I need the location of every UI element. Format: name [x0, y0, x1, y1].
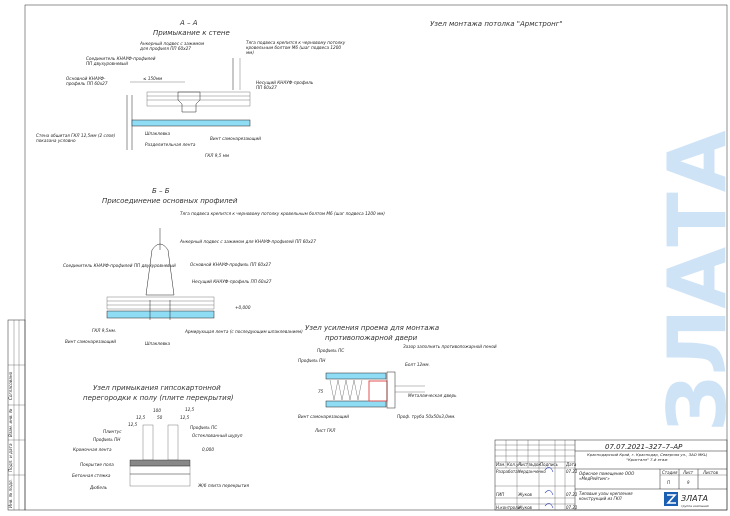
drawing-label: 07.21 [566, 505, 577, 510]
drawing-label: Стена обшитая ГКЛ 12,5мм (2 слоя) показа… [36, 133, 116, 143]
drawing-label: Жуков [517, 505, 533, 510]
drawing-label: Дюбель [89, 485, 108, 490]
drawing-label: Лист [517, 462, 529, 467]
drawing-label: ГКЛ 9,5 мм [205, 153, 229, 158]
drawing-label: Лист ГКЛ [314, 428, 336, 433]
drawing-label: Анкерный подвес с зажимом для КНАУФ-проф… [179, 239, 316, 244]
drawing-label: группа компаний [681, 504, 709, 508]
drawing-label: противопожарной двери [325, 334, 418, 342]
drawing-label: Болт 12мм. [405, 362, 430, 367]
drawing-label: ГИП [496, 492, 504, 497]
drawing-label: Разделительная лента [145, 142, 196, 147]
watermark-logo: ЗЛАТА [651, 130, 730, 432]
object-name: Офисное помещение ООО «МедРейтинг» [579, 471, 635, 481]
drawing-label: Кромочная лента [73, 447, 112, 452]
drawing-label: Б – Б [152, 187, 170, 195]
drawing-label: Лист [682, 470, 694, 475]
drawing-label: 0,000 [202, 447, 214, 452]
drawing-label: Остеклованный шуруп [192, 433, 243, 438]
drawing-label: 75 [318, 389, 324, 394]
drawing-label: ≤ 150мм [143, 76, 162, 81]
drawing-label: 100 [153, 408, 161, 413]
drawing-label: Бетонная стяжка [72, 473, 111, 478]
strip-label: Подп. и дата [8, 443, 13, 472]
drawing-label: Профиль ПС [317, 348, 344, 353]
sheet-title: Типовые узлы крепления конструкций из ГК… [579, 491, 633, 501]
drawing-code: 07.07.2021–327–7–АР [605, 443, 683, 451]
drawing-label: Основной КНАУФ-профиль ПП 60х27 [190, 262, 271, 267]
drawing-label: А – А [179, 19, 198, 27]
drawing-label: перегородки к полу (плите перекрытия) [83, 394, 234, 402]
signature-marks [544, 467, 554, 509]
page-title: Узел монтажа потолка "Армстронг" [430, 20, 563, 28]
drawing-label: Разработал [496, 469, 521, 474]
drawing-label: Соединитель КНАУФ-профилей ПП двухуровне… [86, 56, 156, 66]
drawing-label: Листов [702, 470, 719, 475]
address: Краснодарский Край, г. Краснодар, Северн… [587, 452, 707, 462]
drawing-label: Анкерный подвес с зажимом для профиля ПП… [140, 41, 205, 51]
drawing-label: Кол.уч [507, 462, 521, 467]
drawing-label: Жуков [517, 492, 533, 497]
drawing-label: ГКЛ 9,5мм. [92, 328, 116, 333]
drawing-label: ЗЛАТА [681, 494, 708, 503]
company-logo: ЗЛАТА группа компаний [664, 492, 709, 508]
drawing-label: Металлическая дверь [408, 393, 457, 398]
drawing-label: Присоединение основных профилей [102, 197, 238, 205]
floor-junction-node: Узел примыкания гипсокартонной перегород… [72, 384, 250, 490]
drawing-label: Узел примыкания гипсокартонной [93, 384, 221, 392]
drawing-label: Узел усиления проема для монтажа [305, 324, 439, 332]
drawing-label: 12,5 [128, 422, 138, 427]
strip-label: Взам. инв. № [8, 408, 13, 437]
section-aa: А – А Примыкание к стене ≤ 150мм Анкерны… [36, 19, 346, 158]
drawing-label: Основной КНАУФ-профиль ПП 60х27 [66, 76, 108, 86]
drawing-label: Примыкание к стене [153, 29, 230, 37]
left-stamp-strip: Согласовано Взам. инв. № Подп. и дата Ин… [7, 319, 26, 511]
drawing-label: Несущий КНАУФ-профиль ПП 60х27 [192, 279, 272, 284]
drawing-label: Винт самонарезающий [210, 136, 261, 141]
drawing-label: Профиль ПН [93, 437, 121, 442]
drawing-label: Шпаклевка [145, 341, 171, 346]
strip-label: Инв. № подл. [8, 479, 13, 508]
drawing-label: Изм. [496, 462, 505, 467]
drawing-label: 12,5 [180, 415, 190, 420]
drawing-label: Несущий КНАУФ-профиль ПП 60х27 [256, 80, 314, 90]
drawing-label: Винт самонарезающий [65, 339, 116, 344]
drawing-label: Профиль ПН [298, 358, 326, 363]
drawing-label: Покрытие пола [80, 462, 114, 467]
drawing-label: 07.21 [566, 492, 577, 497]
drawing-label: Профиль ПС [190, 425, 217, 430]
drawing-label: Винт самонарезающий [298, 414, 349, 419]
drawing-label: 12,5 [136, 415, 146, 420]
drawing-label: №док. [528, 462, 542, 467]
drawing-label: Плинтус [103, 429, 122, 434]
drawing-label: Армирующая лента (с последующим шпаклева… [184, 329, 303, 334]
drawing-label: Проф. труба 50х50х3,0мм. [397, 414, 456, 419]
drawing-label: 12,5 [185, 407, 195, 412]
drawing-label: Тяга подвеса крепится к черновому потолк… [246, 40, 346, 55]
drawing-label: Соединитель КНАУФ-профилей ПП двухуровне… [63, 263, 176, 268]
title-block: Изм. Кол.уч Лист №док. Подпись Дата Разр… [494, 439, 728, 511]
drawing-label: Дата [565, 462, 577, 467]
drawing-label: Тяга подвеса крепится к черновому потолк… [180, 211, 385, 216]
door-reinforcement-node: Узел усиления проема для монтажа противо… [298, 324, 497, 433]
sheet-frame [24, 4, 728, 511]
drawing-label: Черданченко [518, 469, 546, 474]
drawing-label: 50 [157, 415, 163, 420]
drawing-label: 9 [687, 480, 690, 485]
drawing-label: П [667, 480, 670, 485]
strip-label: Согласовано [8, 371, 13, 400]
drawing-label: Н.контроль [496, 505, 521, 510]
drawing-label: Стадия [662, 470, 678, 475]
drawing-label: Ж/б плита перекрытия [197, 483, 250, 488]
drawing-label: 07.21 [566, 469, 577, 474]
drawing-label: +0,000 [235, 305, 251, 310]
drawing-label: Подпись [540, 462, 559, 467]
drawing-label: Зазор заполнить противопожарной пеной [403, 344, 497, 349]
drawing-label: Шпаклевка [145, 131, 171, 136]
section-bb: Б – Б Присоединение основных профилей +0… [63, 187, 385, 346]
